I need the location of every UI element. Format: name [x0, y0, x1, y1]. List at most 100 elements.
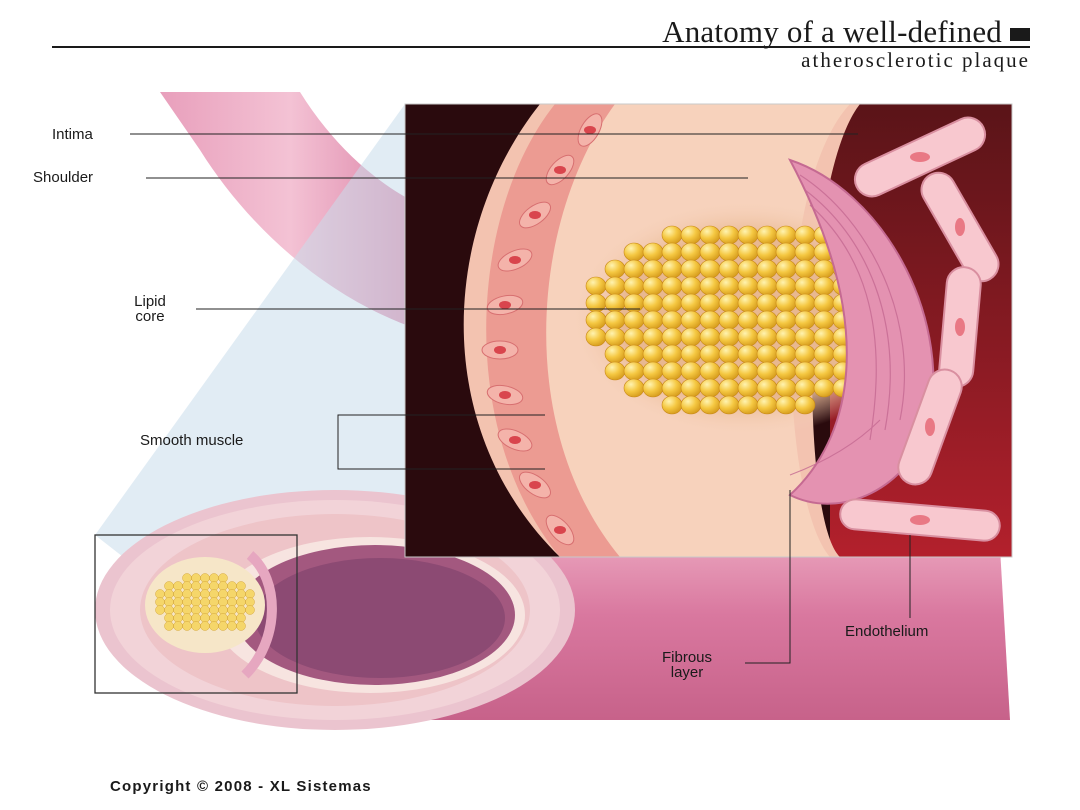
lipid-droplet: [813, 361, 835, 381]
mini-lipid-droplet: [182, 597, 192, 607]
lipid-droplet: [718, 259, 740, 279]
lipid-droplet: [737, 361, 759, 381]
mini-lipid-droplet: [173, 589, 183, 599]
mini-lipid-droplet: [155, 589, 165, 599]
copyright-notice: Copyright © 2008 - XL Sistemas: [110, 778, 372, 795]
lipid-droplet: [737, 378, 759, 398]
lipid-droplet: [756, 327, 778, 347]
mini-lipid-droplet: [164, 581, 174, 591]
mini-lipid-droplet: [218, 621, 228, 631]
lipid-droplet: [661, 259, 683, 279]
mini-lipid-droplet: [164, 597, 174, 607]
lipid-droplet: [756, 293, 778, 313]
lipid-droplet: [585, 327, 607, 347]
mini-lipid-droplet: [155, 597, 165, 607]
lipid-droplet: [642, 344, 664, 364]
mini-lipid-droplet: [209, 581, 219, 591]
mini-lipid-droplet: [173, 581, 183, 591]
lipid-droplet: [718, 361, 740, 381]
lipid-droplet: [604, 344, 626, 364]
lipid-droplet: [737, 293, 759, 313]
mini-lipid-droplet: [218, 589, 228, 599]
mini-lipid-droplet: [227, 581, 237, 591]
muscle-cell-nucleus: [509, 256, 521, 264]
mini-lipid-droplet: [209, 613, 219, 623]
lipid-droplet: [585, 276, 607, 296]
lipid-droplet: [623, 276, 645, 296]
lipid-droplet: [794, 378, 816, 398]
label-fibrous-layer-line2: layer: [670, 664, 704, 681]
muscle-cell-nucleus: [554, 166, 566, 174]
lipid-droplet: [680, 293, 702, 313]
mini-lipid-droplet: [218, 573, 228, 583]
muscle-cell-nucleus: [529, 211, 541, 219]
mini-lipid-droplet: [236, 597, 246, 607]
lipid-droplet: [661, 293, 683, 313]
mini-lipid-droplet: [191, 621, 201, 631]
mini-lipid-droplet: [182, 621, 192, 631]
mini-lipid-droplet: [200, 573, 210, 583]
lipid-droplet: [775, 259, 797, 279]
lipid-droplet: [604, 310, 626, 330]
mini-lipid-droplet: [209, 597, 219, 607]
lipid-droplet: [642, 259, 664, 279]
lipid-droplet: [756, 242, 778, 262]
lipid-droplet: [642, 242, 664, 262]
mini-lipid-droplet: [173, 597, 183, 607]
mini-lipid-droplet: [236, 589, 246, 599]
mini-lipid-droplet: [227, 597, 237, 607]
mini-lipid-droplet: [173, 621, 183, 631]
lipid-droplet: [680, 225, 702, 245]
lipid-droplet: [642, 293, 664, 313]
lipid-droplet: [794, 361, 816, 381]
lipid-droplet: [813, 327, 835, 347]
lipid-droplet: [699, 378, 721, 398]
title-square-icon: [1010, 28, 1030, 42]
lipid-droplet: [718, 242, 740, 262]
lipid-droplet: [623, 344, 645, 364]
mini-lipid-droplet: [236, 605, 246, 615]
artery-cross-section: [95, 490, 575, 730]
lipid-droplet: [661, 225, 683, 245]
lipid-droplet: [813, 293, 835, 313]
label-fibrous-layer: Fibrous layer: [632, 650, 742, 680]
lipid-droplet: [775, 242, 797, 262]
mini-lipid-droplet: [227, 621, 237, 631]
mini-lipid-droplet: [200, 581, 210, 591]
mini-lipid-droplet: [209, 573, 219, 583]
lipid-droplet: [680, 310, 702, 330]
lipid-droplet: [642, 327, 664, 347]
lipid-droplet: [718, 276, 740, 296]
mini-lipid-droplet: [200, 597, 210, 607]
mini-lipid-droplet: [191, 597, 201, 607]
lipid-droplet: [604, 327, 626, 347]
label-lipid-core-line2: core: [135, 308, 165, 325]
lipid-droplet: [794, 344, 816, 364]
muscle-cell-nucleus: [499, 301, 511, 309]
lipid-droplet: [794, 259, 816, 279]
mini-lipid-droplet: [164, 621, 174, 631]
lipid-droplet: [680, 344, 702, 364]
lipid-droplet: [737, 225, 759, 245]
lipid-droplet: [737, 327, 759, 347]
lipid-droplet: [756, 276, 778, 296]
mini-lipid-droplet: [164, 589, 174, 599]
mini-lipid-droplet: [164, 613, 174, 623]
lipid-droplet: [737, 276, 759, 296]
mini-lipid-droplet: [191, 605, 201, 615]
lipid-droplet: [661, 361, 683, 381]
lipid-droplet: [604, 361, 626, 381]
lipid-droplet: [794, 395, 816, 415]
lipid-droplet: [718, 327, 740, 347]
lipid-droplet: [623, 259, 645, 279]
label-lipid-core: Lipid core: [110, 294, 190, 324]
lipid-droplet: [585, 310, 607, 330]
lipid-droplet: [775, 361, 797, 381]
lipid-droplet: [794, 276, 816, 296]
mini-lipid-droplet: [164, 605, 174, 615]
lipid-droplet: [661, 378, 683, 398]
lipid-droplet: [623, 361, 645, 381]
lipid-droplet: [604, 276, 626, 296]
lipid-droplet: [813, 344, 835, 364]
lipid-droplet: [623, 310, 645, 330]
